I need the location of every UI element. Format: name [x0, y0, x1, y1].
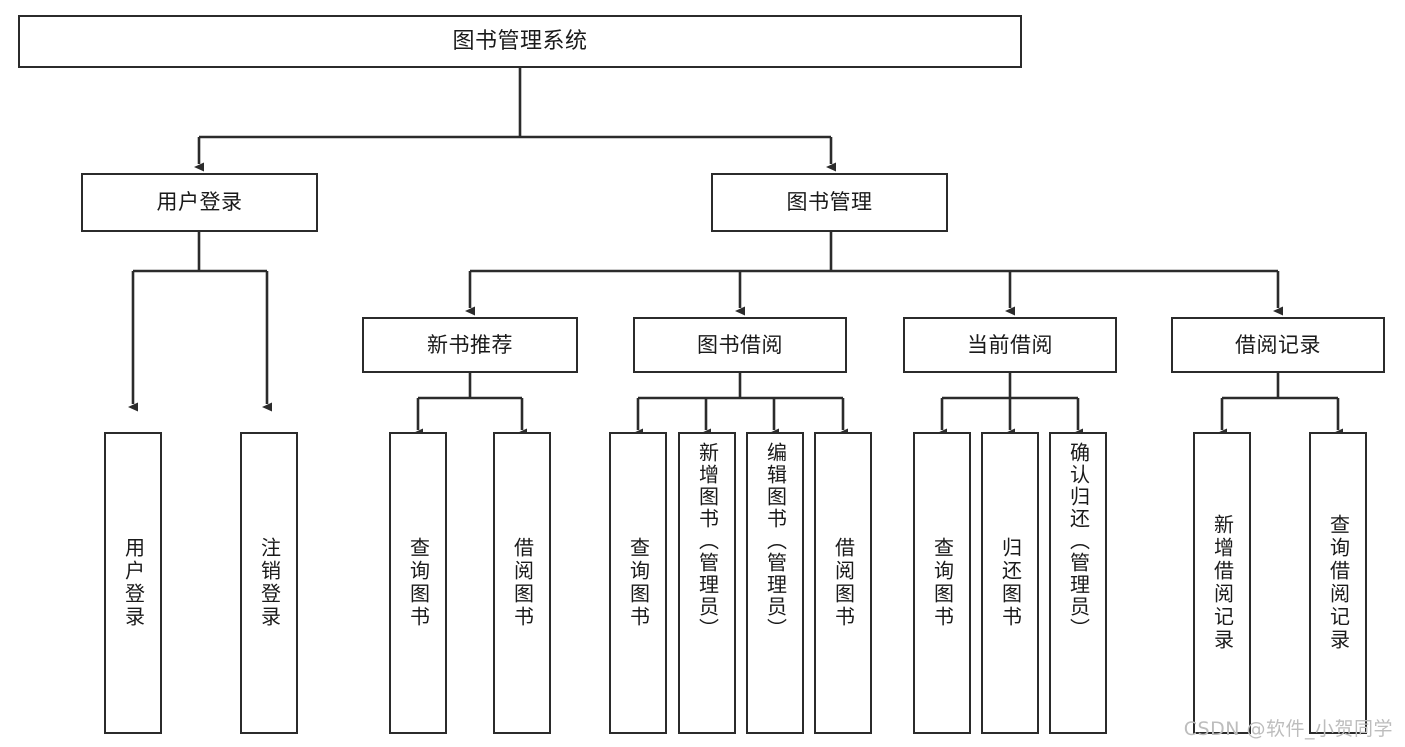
leaf-currentborrow-query-book-label: 查询图书: [930, 537, 955, 629]
node-root-system[interactable]: 图书管理系统: [18, 15, 1022, 68]
leaf-bookborrow-add-book[interactable]: 新增图书（管理员）: [678, 432, 736, 734]
leaf-newbook-borrow-book[interactable]: 借阅图书: [493, 432, 551, 734]
node-book-manage-label: 图书管理: [786, 190, 873, 215]
leaf-user-login-label: 用户登录: [121, 537, 146, 629]
leaf-bookborrow-edit-book[interactable]: 编辑图书（管理员）: [746, 432, 804, 734]
leaf-bookborrow-add-book-label: 新增图书（管理员）: [695, 442, 720, 640]
leaf-bookborrow-edit-book-label: 编辑图书（管理员）: [763, 442, 788, 640]
node-new-book[interactable]: 新书推荐: [362, 317, 578, 373]
leaf-bookborrow-borrow-book-label: 借阅图书: [831, 537, 856, 629]
node-user-login[interactable]: 用户登录: [81, 173, 318, 232]
node-current-borrow[interactable]: 当前借阅: [903, 317, 1117, 373]
leaf-borrowrecord-add-record[interactable]: 新增借阅记录: [1193, 432, 1251, 734]
leaf-borrowrecord-query-record-label: 查询借阅记录: [1326, 514, 1351, 652]
leaf-bookborrow-query-book-label: 查询图书: [626, 537, 651, 629]
node-user-login-label: 用户登录: [156, 190, 243, 215]
leaf-logout[interactable]: 注销登录: [240, 432, 298, 734]
leaf-currentborrow-return-book[interactable]: 归还图书: [981, 432, 1039, 734]
node-borrow-record-label: 借阅记录: [1235, 332, 1321, 357]
node-book-manage[interactable]: 图书管理: [711, 173, 948, 232]
leaf-newbook-query-book-label: 查询图书: [406, 537, 431, 629]
leaf-user-login[interactable]: 用户登录: [104, 432, 162, 734]
leaf-currentborrow-confirm-return-label: 确认归还（管理员）: [1066, 442, 1091, 640]
node-borrow-record[interactable]: 借阅记录: [1171, 317, 1385, 373]
node-new-book-label: 新书推荐: [427, 332, 513, 357]
node-book-borrow-label: 图书借阅: [697, 332, 783, 357]
leaf-bookborrow-borrow-book[interactable]: 借阅图书: [814, 432, 872, 734]
leaf-logout-label: 注销登录: [257, 537, 282, 629]
node-root-system-label: 图书管理系统: [452, 28, 588, 54]
leaf-currentborrow-confirm-return[interactable]: 确认归还（管理员）: [1049, 432, 1107, 734]
leaf-currentborrow-query-book[interactable]: 查询图书: [913, 432, 971, 734]
leaf-currentborrow-return-book-label: 归还图书: [998, 537, 1023, 629]
leaf-newbook-query-book[interactable]: 查询图书: [389, 432, 447, 734]
node-current-borrow-label: 当前借阅: [967, 332, 1053, 357]
leaf-newbook-borrow-book-label: 借阅图书: [510, 537, 535, 629]
leaf-borrowrecord-query-record[interactable]: 查询借阅记录: [1309, 432, 1367, 734]
node-book-borrow[interactable]: 图书借阅: [633, 317, 847, 373]
leaf-borrowrecord-add-record-label: 新增借阅记录: [1210, 514, 1235, 652]
leaf-bookborrow-query-book[interactable]: 查询图书: [609, 432, 667, 734]
csdn-watermark: CSDN @软件_小贺同学: [1183, 718, 1393, 740]
